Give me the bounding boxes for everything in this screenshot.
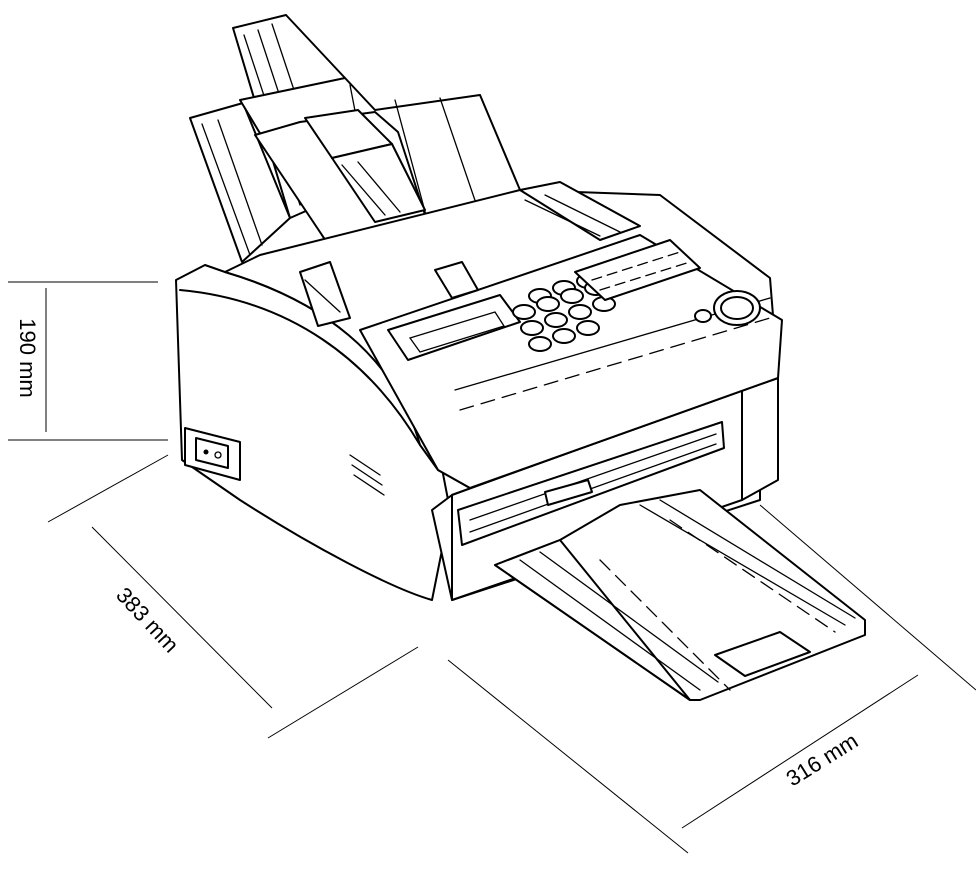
power-switch — [184, 427, 241, 481]
width-dimension — [447, 504, 976, 854]
depth-dimension — [47, 454, 419, 739]
height-dimension — [8, 281, 168, 441]
start-button — [694, 290, 761, 326]
control-panel — [224, 181, 783, 489]
depth-label: 383 mm — [111, 582, 183, 657]
lcd-display — [387, 294, 521, 361]
height-label: 190 mm — [15, 318, 40, 397]
fax-machine-body — [175, 264, 779, 601]
output-paper-tray — [494, 479, 866, 701]
